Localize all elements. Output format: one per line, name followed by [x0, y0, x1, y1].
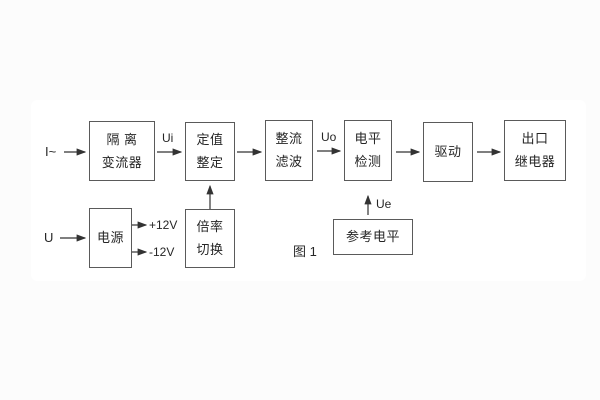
label-ui: Ui: [162, 131, 174, 145]
box-text-line: 继电器: [514, 154, 556, 169]
box-driver: 驱动: [423, 122, 473, 182]
box-ratio-switch: 倍率 切换: [185, 209, 235, 268]
box-text-line: 电平: [354, 131, 382, 146]
label-ue: Ue: [376, 197, 392, 211]
label-plus-12v: +12V: [149, 218, 178, 232]
box-text-line: 电源: [96, 230, 124, 245]
box-rectifier-filter: 整流 滤波: [265, 120, 313, 181]
box-text-line: 滤波: [275, 154, 303, 169]
box-text-line: 倍率: [196, 219, 224, 234]
box-level-detector: 电平 检测: [344, 120, 392, 181]
label-minus-12v: -12V: [149, 245, 175, 259]
box-text-line: 出口: [521, 131, 549, 146]
box-isolation-transformer: 隔 离 变流器: [89, 121, 155, 181]
box-output-relay: 出口 继电器: [504, 120, 566, 181]
box-text-line: 检测: [354, 154, 382, 169]
box-text-line: 整定: [196, 155, 224, 170]
label-uo: Uo: [321, 130, 337, 144]
box-power-supply: 电源: [89, 208, 132, 268]
box-setpoint-adjust: 定值 整定: [185, 122, 235, 181]
figure-caption: 图 1: [293, 244, 317, 259]
box-text-line: 驱动: [434, 144, 462, 159]
label-input-voltage: U: [44, 230, 54, 245]
box-text-line: 定值: [196, 132, 224, 147]
box-reference-level: 参考电平: [333, 219, 413, 255]
label-input-current: I~: [45, 144, 57, 159]
box-text-line: 整流: [275, 131, 303, 146]
box-text-line: 隔 离: [106, 131, 138, 147]
box-text-line: 变流器: [101, 154, 143, 170]
box-text-line: 切换: [196, 242, 224, 257]
box-text-line: 参考电平: [345, 229, 400, 244]
